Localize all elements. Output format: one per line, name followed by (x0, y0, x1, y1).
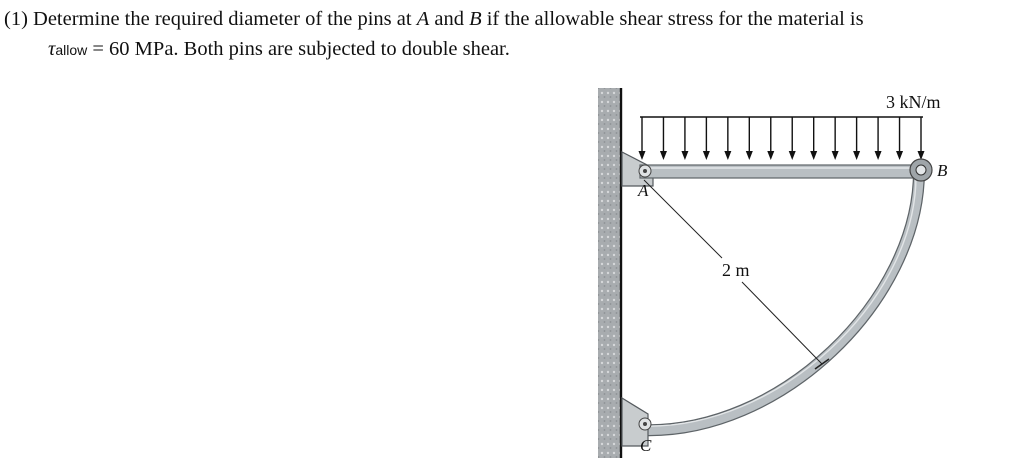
member-bc (639, 170, 925, 437)
load-label: 3 kN/m (886, 92, 941, 112)
load-arrow-head (638, 151, 646, 160)
pin-c-center (643, 422, 647, 426)
tau-subscript: allow (55, 42, 88, 58)
pin-b (909, 158, 933, 182)
bracket-c (621, 396, 649, 447)
pin-b-ref: B (469, 8, 482, 30)
pin-b-circle (915, 164, 927, 176)
tau-symbol: τ (48, 38, 56, 60)
problem-line-1: (1) Determine the required diameter of t… (4, 4, 1014, 34)
problem-text-1: Determine the required diameter of the p… (33, 8, 412, 30)
pin-c (638, 417, 652, 431)
load-arrow-head (767, 151, 775, 160)
load-arrow-head (724, 151, 732, 160)
load-arrow-head (853, 151, 861, 160)
radius-label: 2 m (722, 260, 750, 280)
wall-support (598, 88, 623, 458)
member-ab-body (639, 164, 927, 179)
wall-texture (598, 88, 620, 458)
load-arrow-head (896, 151, 904, 160)
pin-a-ref: A (416, 8, 430, 30)
load-arrow-head (874, 151, 882, 160)
load-arrow-head (788, 151, 796, 160)
bracket-c-plate (621, 396, 649, 447)
label-a: A (637, 181, 649, 200)
pin-a-center (643, 169, 647, 173)
radius-dimension (643, 179, 830, 370)
tau-value: = 60 MPa. Both pins are subjected to dou… (92, 38, 510, 60)
load-arrow-head (810, 151, 818, 160)
member-bc-highlight (640, 175, 917, 427)
member-ab (639, 164, 927, 179)
load-arrow-head (745, 151, 753, 160)
load-arrow-head (702, 151, 710, 160)
radius-line-lower (741, 281, 823, 365)
load-arrow-head (681, 151, 689, 160)
problem-statement: (1) Determine the required diameter of t… (4, 4, 1014, 65)
distributed-load (638, 116, 925, 160)
label-b: B (937, 161, 948, 180)
load-arrow-head (659, 151, 667, 160)
problem-line-2: τallow = 60 MPa. Both pins are subjected… (4, 34, 1014, 65)
load-arrow-head (917, 151, 925, 160)
radius-line-upper (643, 179, 723, 259)
member-bc-body (639, 170, 924, 435)
radius-tick (814, 358, 830, 370)
load-arrow-head (831, 151, 839, 160)
problem-text-2: if the allowable shear stress for the ma… (486, 8, 864, 30)
pin-a (638, 164, 652, 178)
problem-number: (1) (4, 8, 28, 30)
label-c: C (640, 436, 652, 455)
and-text: and (434, 8, 464, 30)
